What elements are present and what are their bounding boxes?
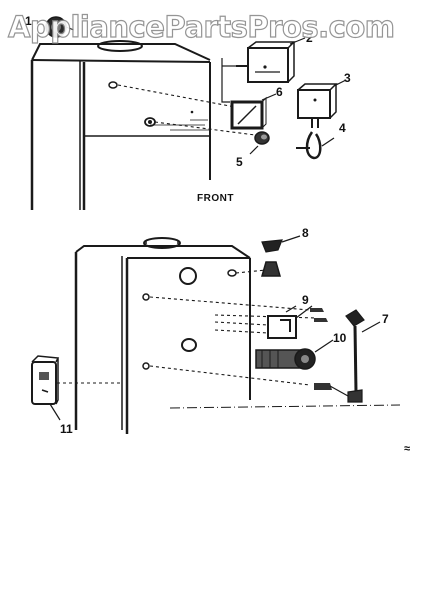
part-5-fitting xyxy=(249,131,270,155)
part-label-2: 2 xyxy=(306,31,313,45)
part-label-1: 1 xyxy=(25,14,32,28)
part-6-gauge xyxy=(230,93,277,130)
part-label-4: 4 xyxy=(339,121,346,135)
part-11-thermostat xyxy=(31,355,61,421)
part-7-pipe-assembly xyxy=(314,309,381,403)
upper-callout-labels: 1 2 3 4 5 6 FRONT xyxy=(25,14,351,204)
part-label-5: 5 xyxy=(236,155,243,169)
upper-leader-lines xyxy=(117,58,256,136)
watermark-logo: AppliancePartsPros.com xyxy=(7,9,395,44)
part-label-3: 3 xyxy=(344,71,351,85)
part-10-burner xyxy=(255,339,334,370)
part-9-bracket xyxy=(267,305,328,339)
part-3-limit-control xyxy=(297,79,347,128)
lower-callout-labels: 8 9 7 10 11 ≈ xyxy=(60,226,410,455)
part-1-grommet xyxy=(45,16,75,38)
floor-line xyxy=(169,404,401,409)
part-8-orifice xyxy=(261,235,301,277)
part-2-control-box xyxy=(236,37,306,83)
part-label-9: 9 xyxy=(302,293,309,307)
front-label: FRONT xyxy=(197,193,234,204)
corner-mark: ≈ xyxy=(404,443,410,455)
part-4-probe xyxy=(296,131,335,160)
part-label-7: 7 xyxy=(382,312,389,326)
part-label-6: 6 xyxy=(276,85,283,99)
upper-cabinet xyxy=(30,40,211,210)
lower-leader-lines xyxy=(57,269,317,386)
lower-cabinet xyxy=(74,237,251,434)
part-label-10: 10 xyxy=(333,331,347,345)
part-label-8: 8 xyxy=(302,226,309,240)
part-label-11: 11 xyxy=(60,422,73,436)
